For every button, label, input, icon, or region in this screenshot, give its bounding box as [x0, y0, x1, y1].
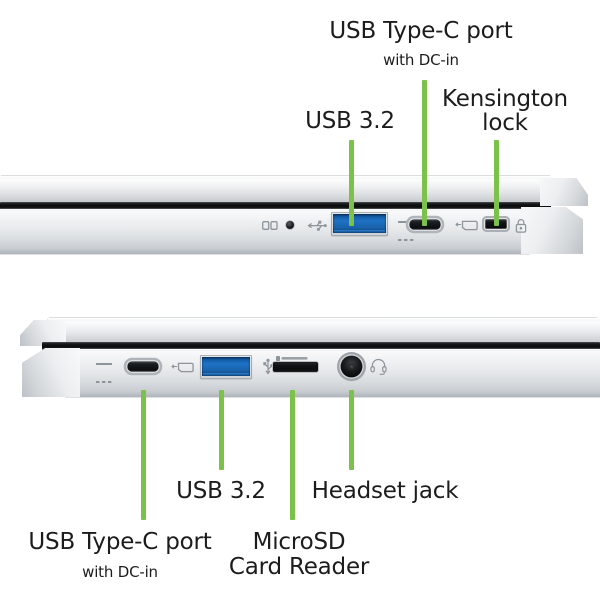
leader-line-usb-type-c-bottom	[141, 390, 146, 520]
usb-a-inner	[333, 214, 386, 233]
base-bottom-edge	[66, 392, 600, 397]
dc-in-icon	[96, 363, 112, 384]
label-microsd-subtitle: Card Reader	[228, 554, 370, 580]
label-microsd-title: MicroSD	[252, 529, 346, 555]
lid-base-seam	[42, 342, 600, 350]
leader-line-microsd	[290, 390, 295, 520]
jack-pin	[348, 363, 355, 370]
base-highlight	[0, 209, 529, 211]
label-usb-type-c-port-bottom: USB Type-C port	[28, 529, 212, 555]
label-kensington-lock-subtitle: lock	[482, 110, 528, 136]
label-usb-3-2-bottom: USB 3.2	[176, 478, 266, 504]
lid-highlight	[0, 176, 553, 179]
laptop-top-right-side-view	[0, 176, 600, 260]
leader-line-kensington-lock	[494, 140, 499, 226]
leader-line-headset-jack	[349, 390, 354, 470]
usb-a-port[interactable]	[200, 355, 252, 379]
chassis-right-lid-bevel	[540, 178, 588, 206]
lid-highlight	[48, 318, 600, 321]
base-highlight	[66, 349, 600, 351]
laptop-base-top	[0, 209, 529, 254]
usb-trident-icon	[262, 358, 274, 376]
label-usb-3-2-top: USB 3.2	[305, 108, 395, 134]
lid-base-seam	[0, 202, 551, 210]
label-headset-jack: Headset jack	[311, 478, 459, 504]
usb-c-port[interactable]	[126, 360, 160, 373]
leader-line-usb-3-2-top	[349, 140, 354, 226]
label-usb-type-c-subtitle-top: with DC-in	[383, 51, 459, 69]
usb-trident-icon	[306, 220, 328, 231]
label-usb-type-c-port-top: USB Type-C port	[329, 18, 513, 44]
label-usb-type-c-subtitle-bottom: with DC-in	[82, 563, 158, 581]
usb-a-inner	[202, 357, 250, 376]
hdmi-icon	[171, 362, 194, 374]
status-leds-icon	[262, 221, 279, 230]
leader-line-usb-3-2-bottom	[219, 390, 224, 470]
headset-jack[interactable]	[339, 354, 364, 379]
leader-line-usb-type-c-top	[422, 80, 427, 226]
laptop-lid-bottom	[48, 318, 600, 345]
usb-a-tongue	[334, 230, 385, 233]
hdmi-icon	[455, 220, 478, 232]
laptop-base-bottom	[66, 349, 600, 397]
microsd-label-icon	[276, 355, 309, 362]
label-kensington-lock-title: Kensington	[442, 86, 568, 112]
usb-a-port[interactable]	[331, 212, 388, 236]
chassis-right-bevel	[521, 207, 583, 254]
lock-icon	[514, 218, 528, 233]
laptop-lid-top	[0, 176, 553, 204]
headset-icon	[370, 358, 387, 375]
base-bottom-edge	[0, 249, 529, 254]
base-left-bevel	[22, 348, 80, 397]
usb-a-tongue	[203, 373, 249, 376]
microsd-card-slot[interactable]	[273, 362, 318, 372]
dc-in-icon	[398, 221, 414, 242]
power-led	[286, 221, 294, 229]
laptop-bottom-left-side-view	[0, 318, 600, 406]
